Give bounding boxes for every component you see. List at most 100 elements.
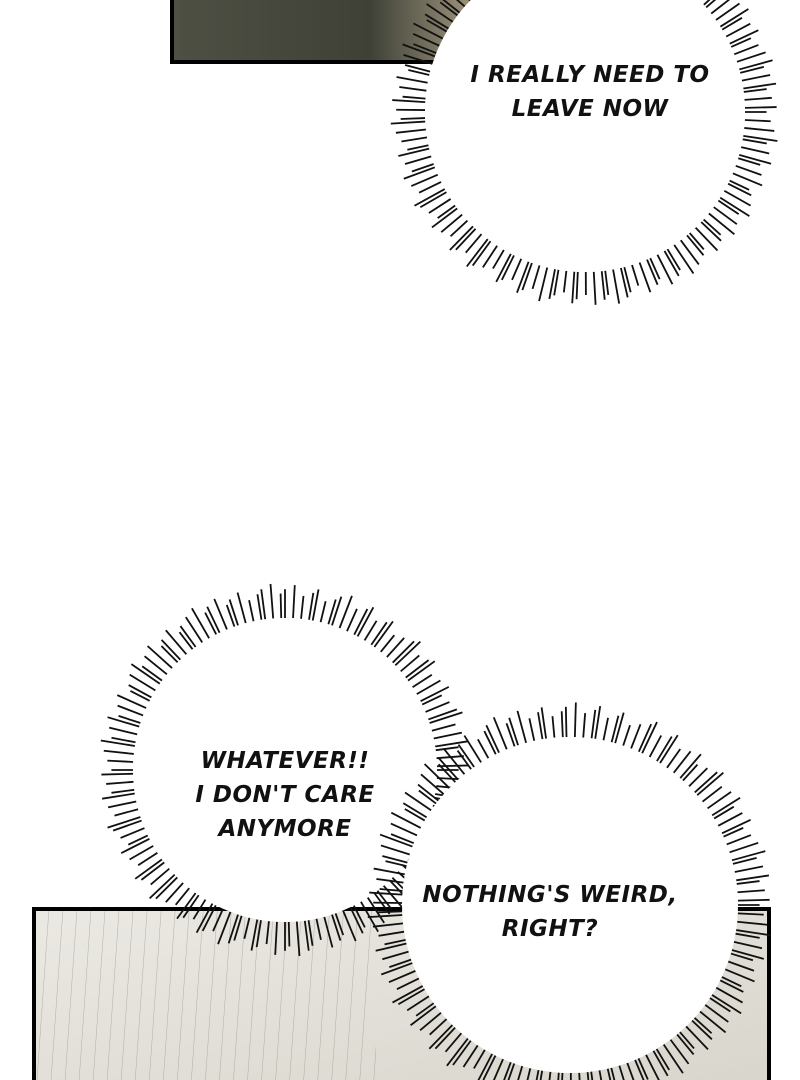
burst-line bbox=[346, 608, 358, 632]
burst-line bbox=[449, 219, 469, 237]
burst-line bbox=[185, 616, 204, 643]
burst-line bbox=[719, 8, 749, 28]
burst-line bbox=[578, 1072, 581, 1080]
burst-line bbox=[676, 1033, 695, 1055]
burst-line bbox=[602, 717, 609, 741]
burst-line bbox=[367, 914, 403, 918]
burst-line bbox=[426, 3, 454, 23]
burst-line bbox=[212, 908, 224, 932]
burst-line bbox=[482, 1055, 497, 1080]
burst-line bbox=[400, 654, 420, 673]
burst-line bbox=[648, 735, 663, 758]
burst-line bbox=[103, 749, 134, 755]
burst-line bbox=[645, 1054, 660, 1080]
burst-line bbox=[477, 1053, 493, 1080]
burst-line bbox=[610, 715, 620, 743]
burst-line bbox=[440, 213, 463, 233]
burst-line bbox=[397, 988, 426, 1006]
burst-line bbox=[737, 920, 768, 926]
burst-line bbox=[174, 887, 190, 906]
burst-line bbox=[575, 271, 579, 300]
burst-line bbox=[143, 655, 168, 675]
burst-line bbox=[744, 96, 772, 101]
burst-line bbox=[537, 712, 544, 740]
burst-line bbox=[477, 738, 490, 759]
burst-line bbox=[562, 270, 568, 293]
burst-line bbox=[107, 816, 141, 829]
burst-line bbox=[630, 724, 642, 749]
burst-line bbox=[634, 1059, 645, 1080]
burst-line bbox=[656, 736, 673, 762]
burst-line bbox=[435, 740, 469, 748]
burst-line bbox=[192, 899, 207, 920]
burst-line bbox=[586, 1071, 590, 1080]
burst-line bbox=[735, 932, 760, 939]
burst-line bbox=[711, 796, 741, 817]
burst-line bbox=[703, 0, 711, 6]
burst-line bbox=[669, 1039, 690, 1065]
burst-line bbox=[413, 22, 444, 40]
burst-line bbox=[410, 173, 439, 187]
burst-line bbox=[424, 13, 449, 30]
burst-line bbox=[679, 1031, 695, 1049]
burst-line bbox=[727, 960, 755, 972]
burst-line bbox=[111, 736, 136, 744]
burst-line bbox=[505, 722, 516, 747]
burst-line bbox=[382, 950, 409, 961]
burst-line bbox=[449, 225, 474, 251]
burst-line bbox=[425, 701, 450, 713]
burst-line bbox=[528, 718, 536, 742]
burst-line bbox=[117, 704, 144, 717]
speech-bubble-text-leave: I REALLY NEED TO LEAVE NOW bbox=[470, 62, 710, 122]
burst-line bbox=[127, 834, 149, 846]
burst-line bbox=[452, 1040, 472, 1066]
burst-line bbox=[182, 894, 200, 919]
burst-line bbox=[411, 163, 434, 173]
burst-line bbox=[160, 639, 182, 661]
burst-line bbox=[466, 238, 489, 268]
burst-line bbox=[130, 690, 151, 702]
burst-line bbox=[109, 726, 138, 736]
burst-line bbox=[655, 1048, 670, 1071]
burst-line bbox=[195, 903, 214, 934]
burst-line bbox=[535, 1069, 540, 1080]
burst-line bbox=[594, 706, 602, 740]
burst-line bbox=[744, 106, 777, 109]
burst-line bbox=[338, 595, 353, 629]
burst-line bbox=[649, 257, 661, 280]
burst-line bbox=[420, 773, 445, 795]
burst-line bbox=[375, 942, 407, 952]
burst-line bbox=[713, 206, 738, 225]
burst-line bbox=[369, 891, 403, 896]
burst-line bbox=[436, 764, 469, 768]
burst-line bbox=[146, 645, 173, 669]
burst-line bbox=[406, 995, 430, 1012]
burst-line bbox=[165, 882, 184, 903]
burst-line bbox=[101, 772, 134, 776]
burst-line bbox=[729, 179, 750, 191]
burst-line bbox=[682, 764, 699, 782]
burst-line bbox=[708, 212, 735, 236]
burst-line bbox=[731, 949, 765, 960]
burst-line bbox=[592, 271, 597, 305]
speech-bubble-text-whatever: WHATEVER!! I DON'T CARE ANYMORE bbox=[195, 748, 375, 842]
burst-line bbox=[663, 250, 680, 277]
burst-line bbox=[503, 1061, 512, 1080]
burst-line bbox=[516, 261, 530, 294]
burst-line bbox=[679, 239, 700, 265]
burst-line bbox=[191, 607, 210, 639]
burst-line bbox=[508, 717, 519, 746]
burst-line bbox=[100, 739, 136, 747]
burst-line bbox=[551, 716, 556, 738]
burst-line bbox=[737, 912, 764, 916]
burst-line bbox=[250, 919, 259, 951]
burst-line bbox=[733, 941, 763, 950]
burst-line bbox=[485, 724, 500, 754]
burst-line bbox=[725, 22, 751, 38]
burst-line bbox=[228, 599, 239, 626]
burst-line bbox=[721, 818, 751, 835]
burst-line bbox=[353, 608, 369, 636]
burst-line bbox=[618, 1065, 625, 1080]
burst-line bbox=[694, 771, 718, 794]
burst-line bbox=[331, 914, 342, 941]
